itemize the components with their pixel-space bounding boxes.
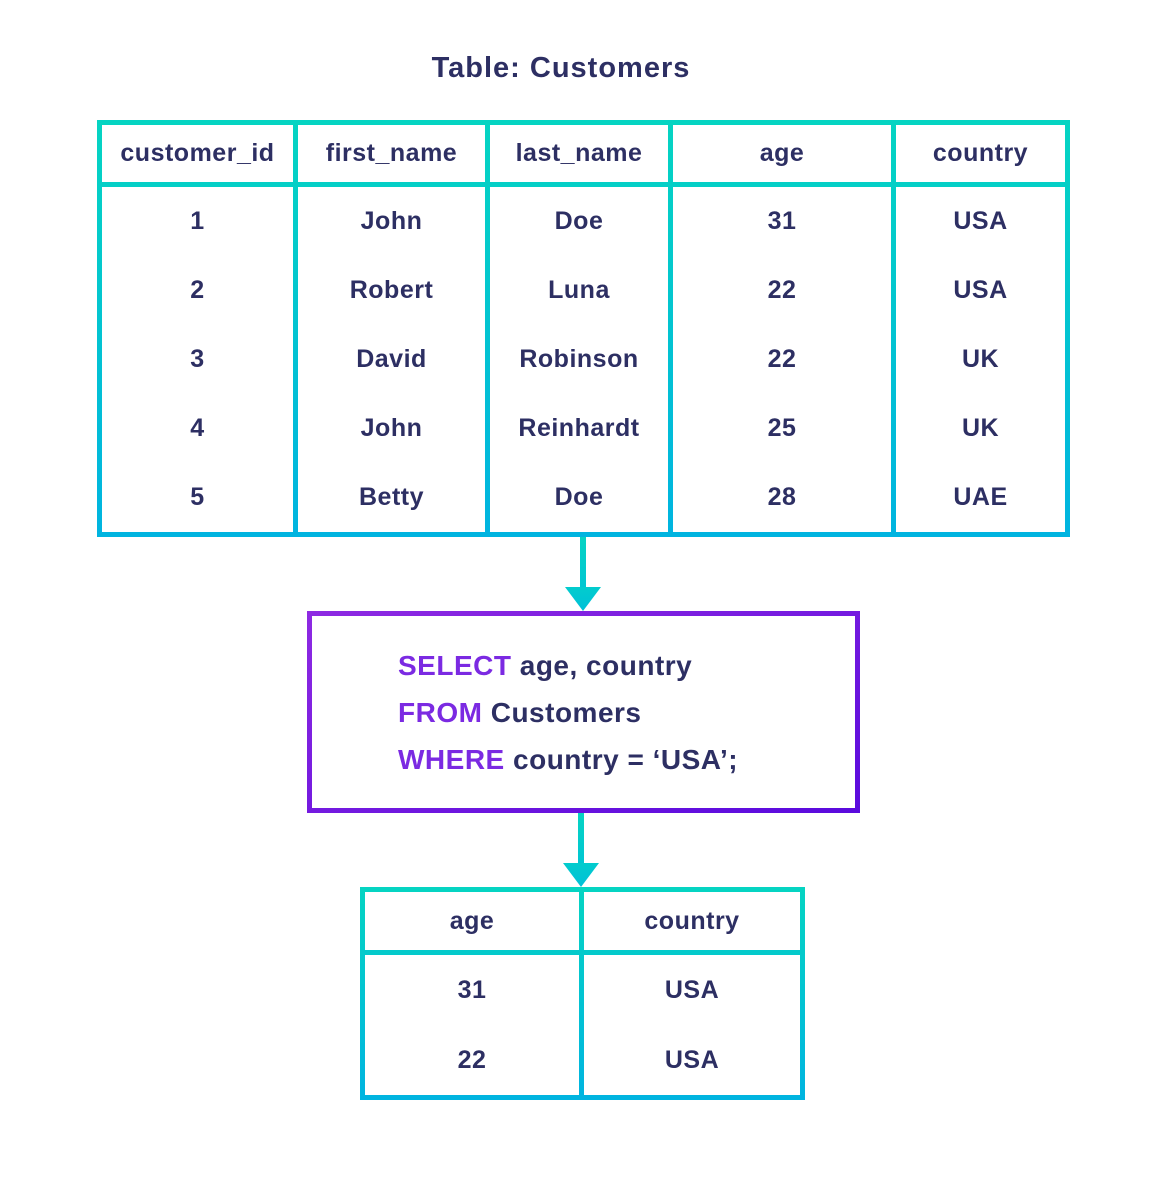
table-cell: Doe bbox=[490, 187, 668, 256]
table-cell: UK bbox=[896, 325, 1065, 394]
sql-clause: Customers bbox=[482, 696, 642, 728]
arrow-head bbox=[565, 587, 601, 611]
table-cell: USA bbox=[896, 187, 1065, 256]
table-cell: USA bbox=[584, 955, 800, 1025]
table-cell: John bbox=[298, 187, 485, 256]
arrow-stem bbox=[578, 813, 584, 865]
customers-table-grid: customer_id first_name last_name age cou… bbox=[102, 125, 1065, 532]
table-cell: UK bbox=[896, 394, 1065, 463]
column-header: country bbox=[896, 125, 1065, 182]
table-cell: Robert bbox=[298, 256, 485, 325]
table-cell: Doe bbox=[490, 463, 668, 532]
table-cell: 31 bbox=[673, 187, 891, 256]
sql-line-from: FROM Customers bbox=[398, 689, 855, 736]
arrow-head bbox=[563, 863, 599, 887]
column-header: country bbox=[584, 892, 800, 950]
sql-keyword: WHERE bbox=[398, 743, 505, 775]
arrow-stem bbox=[580, 537, 586, 589]
column-header: last_name bbox=[490, 125, 668, 182]
table-cell: 22 bbox=[673, 325, 891, 394]
result-table-grid: age country 31 USA 22 USA bbox=[365, 892, 800, 1095]
sql-query-box: SELECT age, country FROM Customers WHERE… bbox=[307, 611, 860, 813]
table-cell: 5 bbox=[102, 463, 293, 532]
table-cell: 2 bbox=[102, 256, 293, 325]
table-cell: Luna bbox=[490, 256, 668, 325]
column-header: first_name bbox=[298, 125, 485, 182]
table-cell: 22 bbox=[673, 256, 891, 325]
table-cell: 3 bbox=[102, 325, 293, 394]
table-cell: 22 bbox=[365, 1025, 579, 1095]
table-cell: David bbox=[298, 325, 485, 394]
sql-clause: country = ‘USA’; bbox=[504, 743, 739, 775]
table-cell: Robinson bbox=[490, 325, 668, 394]
table-cell: 1 bbox=[102, 187, 293, 256]
customers-table: customer_id first_name last_name age cou… bbox=[97, 120, 1070, 537]
column-header: customer_id bbox=[102, 125, 293, 182]
table-cell: USA bbox=[584, 1025, 800, 1095]
sql-line-where: WHERE country = ‘USA’; bbox=[398, 736, 855, 783]
result-table: age country 31 USA 22 USA bbox=[360, 887, 805, 1100]
column-header: age bbox=[673, 125, 891, 182]
sql-keyword: SELECT bbox=[398, 649, 512, 681]
column-header: age bbox=[365, 892, 579, 950]
table-cell: John bbox=[298, 394, 485, 463]
table-cell: UAE bbox=[896, 463, 1065, 532]
sql-query-text: SELECT age, country FROM Customers WHERE… bbox=[312, 616, 855, 808]
down-arrow-icon bbox=[565, 537, 601, 611]
table-cell: 31 bbox=[365, 955, 579, 1025]
sql-clause: age, country bbox=[511, 649, 693, 681]
down-arrow-icon bbox=[563, 813, 599, 887]
sql-line-select: SELECT age, country bbox=[398, 642, 855, 689]
table-cell: Reinhardt bbox=[490, 394, 668, 463]
table-cell: USA bbox=[896, 256, 1065, 325]
table-cell: 28 bbox=[673, 463, 891, 532]
table-cell: Betty bbox=[298, 463, 485, 532]
table-cell: 25 bbox=[673, 394, 891, 463]
sql-keyword: FROM bbox=[398, 696, 483, 728]
table-cell: 4 bbox=[102, 394, 293, 463]
page-title: Table: Customers bbox=[431, 52, 691, 84]
